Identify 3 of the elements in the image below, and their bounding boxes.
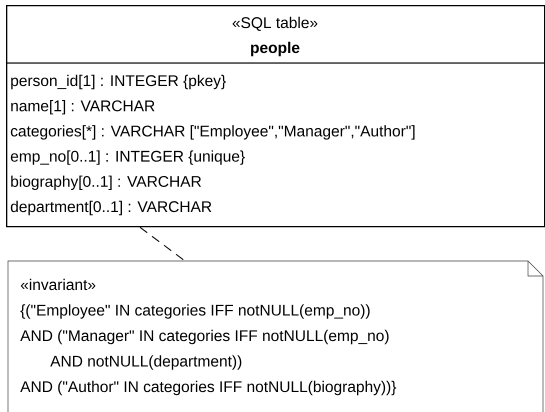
dashed-connector [140,226,186,262]
table-box: «SQL table» people person_id[1] : INTEGER {pkey} name[1] : VARCHAR categories[*] : VARCHAR ["Employee","Manager","Author"] emp_no[0..1] : INTEGER {unique} biography[0..1] : VARCHAR department[0..1] : VARCHAR [6,4,545,228]
note-box: «invariant» {("Employee" IN categories IFF notNULL(emp_no)) AND ("Manager" IN categories IFF notNULL(emp_no) AND notNULL(department)) AND ("Author" IN categories IFF notNULL(biography))} [8,260,544,412]
